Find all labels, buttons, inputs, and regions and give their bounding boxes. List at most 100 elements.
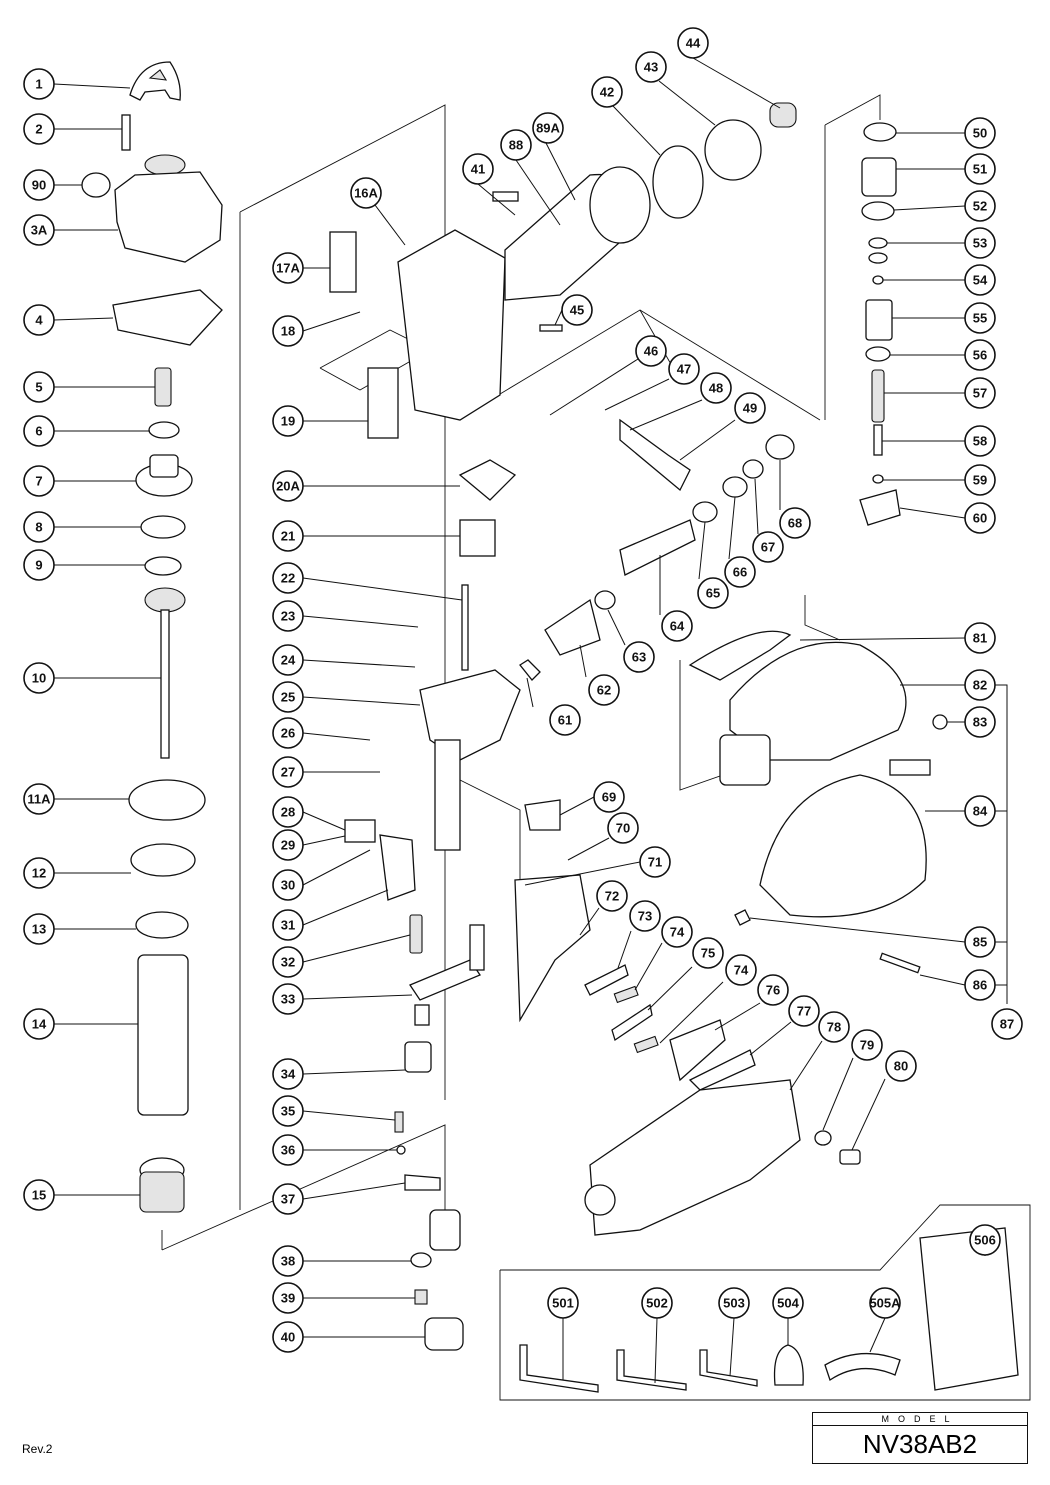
- callout-number: 70: [616, 821, 630, 836]
- callout-circle: [772, 1287, 804, 1319]
- callout-20a: 20A: [272, 470, 304, 502]
- callout-90: 90: [23, 169, 55, 201]
- callout-number: 64: [670, 619, 685, 634]
- callout-number: 12: [32, 866, 46, 881]
- callout-circle: [272, 600, 304, 632]
- callout-circle: [272, 470, 304, 502]
- callout-number: 9: [35, 558, 42, 573]
- callout-number: 52: [973, 199, 987, 214]
- callout-number: 61: [558, 713, 572, 728]
- callout-number: 87: [1000, 1017, 1014, 1032]
- callout-9: 9: [23, 549, 55, 581]
- callout-number: 55: [973, 311, 987, 326]
- callout-number: 75: [701, 946, 715, 961]
- callout-3a: 3A: [23, 214, 55, 246]
- callout-circle: [350, 177, 382, 209]
- callout-30: 30: [272, 869, 304, 901]
- callout-circle: [964, 622, 996, 654]
- callout-number: 86: [973, 978, 987, 993]
- callout-circle: [272, 869, 304, 901]
- callout-circle: [757, 974, 789, 1006]
- callout-63: 63: [623, 641, 655, 673]
- callout-number: 41: [471, 162, 485, 177]
- ring-part: [135, 421, 193, 576]
- callout-48: 48: [700, 372, 732, 404]
- callout-circle: [607, 812, 639, 844]
- callout-circle: [964, 190, 996, 222]
- callout-number: 26: [281, 726, 295, 741]
- callout-number: 77: [797, 1004, 811, 1019]
- callout-44: 44: [677, 27, 709, 59]
- callout-76: 76: [757, 974, 789, 1006]
- callout-86: 86: [964, 969, 996, 1001]
- callout-circle: [272, 562, 304, 594]
- callout-number: 1: [35, 77, 42, 92]
- callout-circle: [964, 706, 996, 738]
- callout-number: 72: [605, 889, 619, 904]
- callout-505a: 505A: [869, 1287, 901, 1319]
- callout-number: 4: [35, 313, 43, 328]
- callout-number: 53: [973, 236, 987, 251]
- callout-8: 8: [23, 511, 55, 543]
- valve-parts: [344, 459, 591, 1023]
- callout-circle: [661, 916, 693, 948]
- callout-number: 73: [638, 909, 652, 924]
- callout-circle: [588, 674, 620, 706]
- callout-number: 7: [35, 474, 42, 489]
- callout-number: 40: [281, 1330, 295, 1345]
- callout-46: 46: [635, 335, 667, 367]
- callout-circle: [23, 415, 55, 447]
- callout-number: 32: [281, 955, 295, 970]
- callout-number: 30: [281, 878, 295, 893]
- callout-number: 39: [281, 1291, 295, 1306]
- cylinder-part: [128, 779, 206, 1213]
- callout-number: 36: [281, 1143, 295, 1158]
- callout-10: 10: [23, 662, 55, 694]
- callout-circle: [272, 946, 304, 978]
- callout-number: 79: [860, 1038, 874, 1053]
- callout-circle: [462, 153, 494, 185]
- callout-29: 29: [272, 829, 304, 861]
- callout-circle: [272, 1321, 304, 1353]
- callout-circle: [869, 1287, 901, 1319]
- callout-number: 46: [644, 344, 658, 359]
- callout-circle: [272, 756, 304, 788]
- callout-89a: 89A: [532, 112, 564, 144]
- callout-circle: [596, 880, 628, 912]
- callout-number: 15: [32, 1188, 46, 1203]
- callout-87: 87: [991, 1008, 1023, 1040]
- callout-number: 29: [281, 838, 295, 853]
- callout-62: 62: [588, 674, 620, 706]
- callout-number: 37: [281, 1192, 295, 1207]
- callout-circle: [272, 681, 304, 713]
- callout-33: 33: [272, 983, 304, 1015]
- callout-37: 37: [272, 1183, 304, 1215]
- callout-circle: [23, 169, 55, 201]
- body-part: [329, 166, 651, 439]
- callout-circle: [23, 662, 55, 694]
- callout-54: 54: [964, 264, 996, 296]
- callout-number: 22: [281, 571, 295, 586]
- callout-number: 89A: [536, 121, 560, 136]
- callout-number: 54: [973, 273, 988, 288]
- callout-73: 73: [629, 900, 661, 932]
- callout-circle: [272, 829, 304, 861]
- callout-circle: [964, 264, 996, 296]
- callout-number: 82: [973, 678, 987, 693]
- callout-32: 32: [272, 946, 304, 978]
- callout-number: 6: [35, 424, 42, 439]
- callout-60: 60: [964, 502, 996, 534]
- gasket-part: [112, 289, 223, 346]
- callout-number: 80: [894, 1059, 908, 1074]
- callout-number: 16A: [354, 186, 378, 201]
- callout-circle: [635, 51, 667, 83]
- callout-number: 504: [777, 1296, 799, 1311]
- callout-number: 23: [281, 609, 295, 624]
- callout-66: 66: [724, 556, 756, 588]
- callout-circle: [272, 796, 304, 828]
- callout-36: 36: [272, 1134, 304, 1166]
- callout-17a: 17A: [272, 252, 304, 284]
- callout-circle: [725, 954, 757, 986]
- callout-circle: [692, 937, 724, 969]
- callout-72: 72: [596, 880, 628, 912]
